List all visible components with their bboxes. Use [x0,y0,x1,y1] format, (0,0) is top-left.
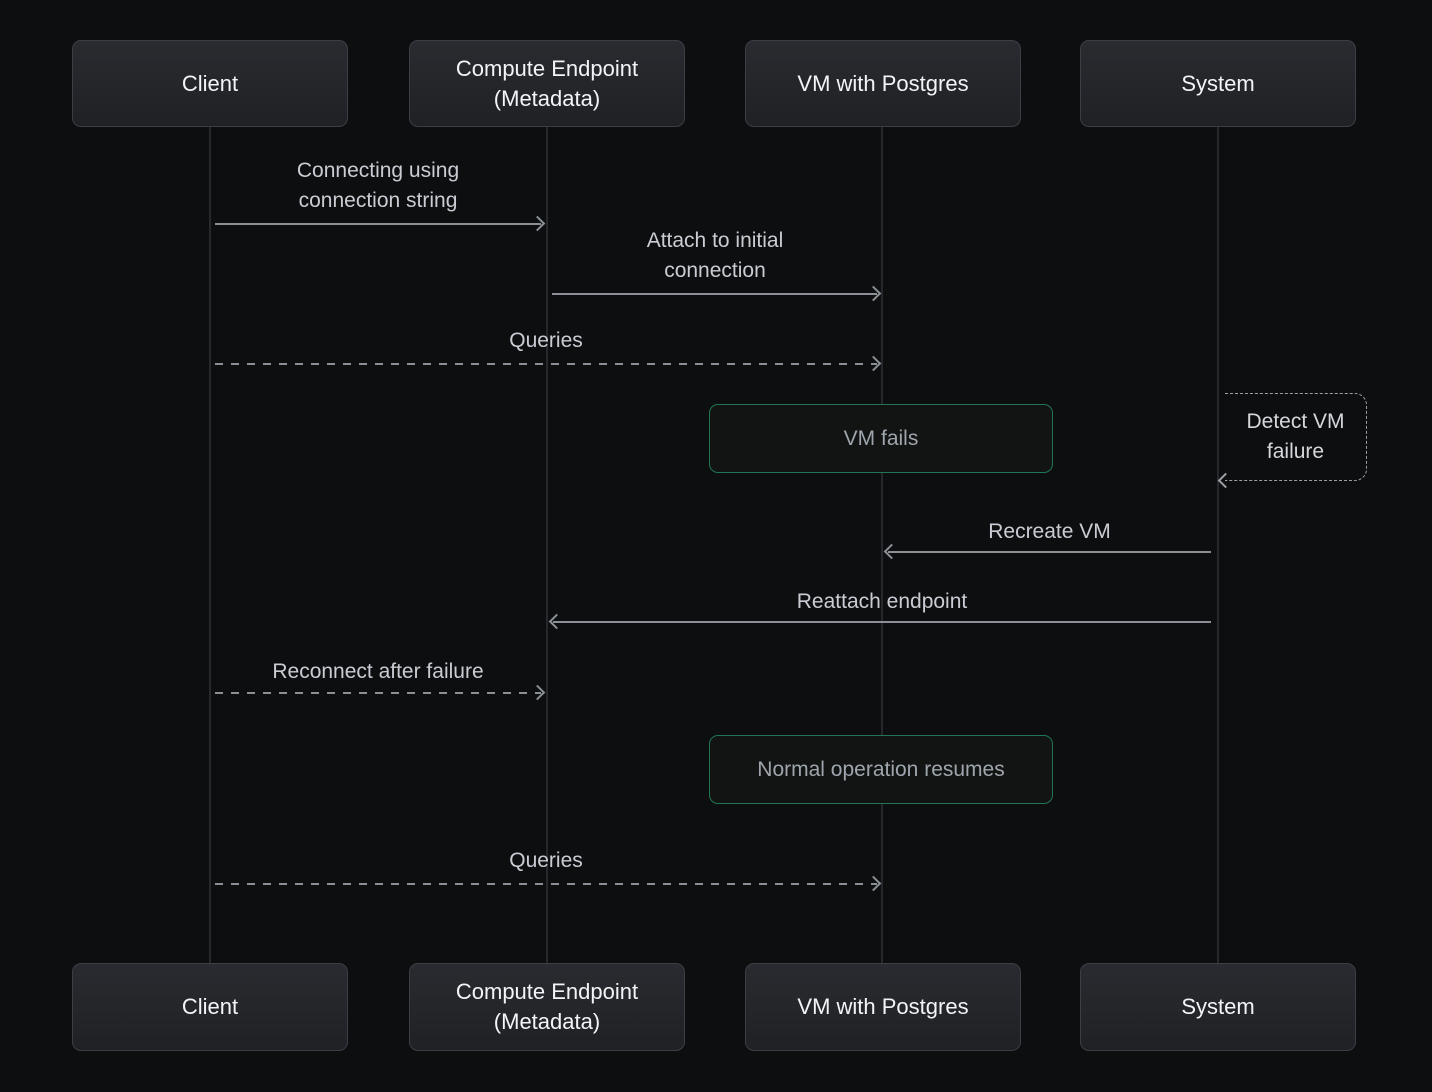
actor-vm-postgres-bottom: VM with Postgres [745,963,1021,1051]
note-normal-operation: Normal operation resumes [709,735,1053,804]
actor-system-bottom: System [1080,963,1356,1051]
message-label-reconnect: Reconnect after failure [215,657,541,687]
actor-label: Client [182,69,238,99]
actor-label: System [1181,992,1254,1022]
actor-compute-endpoint-bottom: Compute Endpoint (Metadata) [409,963,685,1051]
message-arrow-recreate-vm [888,551,1211,553]
message-label-queries-1: Queries [215,326,877,356]
actor-compute-endpoint-top: Compute Endpoint (Metadata) [409,40,685,127]
lifeline-vm-postgres [881,127,883,964]
note-label: VM fails [844,427,919,451]
arrowhead-right-icon [866,286,882,302]
message-label-connecting: Connecting using connection string [268,156,488,216]
note-label: Normal operation resumes [757,758,1004,782]
lifeline-system [1217,127,1219,964]
actor-client-top: Client [72,40,348,127]
actor-label: System [1181,69,1254,99]
message-label-reattach: Reattach endpoint [553,587,1211,617]
actor-label: Compute Endpoint (Metadata) [447,54,647,114]
actor-vm-postgres-top: VM with Postgres [745,40,1021,127]
message-arrow-attach [552,293,877,295]
actor-label: VM with Postgres [797,992,968,1022]
message-label-attach: Attach to initial connection [615,226,815,286]
message-arrow-queries-2 [215,883,877,885]
actor-label: VM with Postgres [797,69,968,99]
arrowhead-right-icon [530,216,546,232]
message-arrow-queries-1 [215,363,877,365]
note-vm-fails: VM fails [709,404,1053,473]
message-label-queries-2: Queries [215,846,877,876]
message-label-recreate-vm: Recreate VM [888,517,1211,547]
message-arrow-reconnect [215,692,541,694]
actor-label: Compute Endpoint (Metadata) [447,977,647,1037]
self-message-detect-vm-failure: Detect VM failure [1225,393,1367,481]
actor-client-bottom: Client [72,963,348,1051]
lifeline-compute-endpoint [546,127,548,964]
arrowhead-right-icon [866,356,882,372]
message-arrow-reattach [553,621,1211,623]
arrowhead-right-icon [866,876,882,892]
actor-label: Client [182,992,238,1022]
arrowhead-right-icon [530,685,546,701]
lifeline-client [209,127,211,964]
message-arrow-connecting [215,223,541,225]
actor-system-top: System [1080,40,1356,127]
self-message-label: Detect VM failure [1236,407,1356,467]
